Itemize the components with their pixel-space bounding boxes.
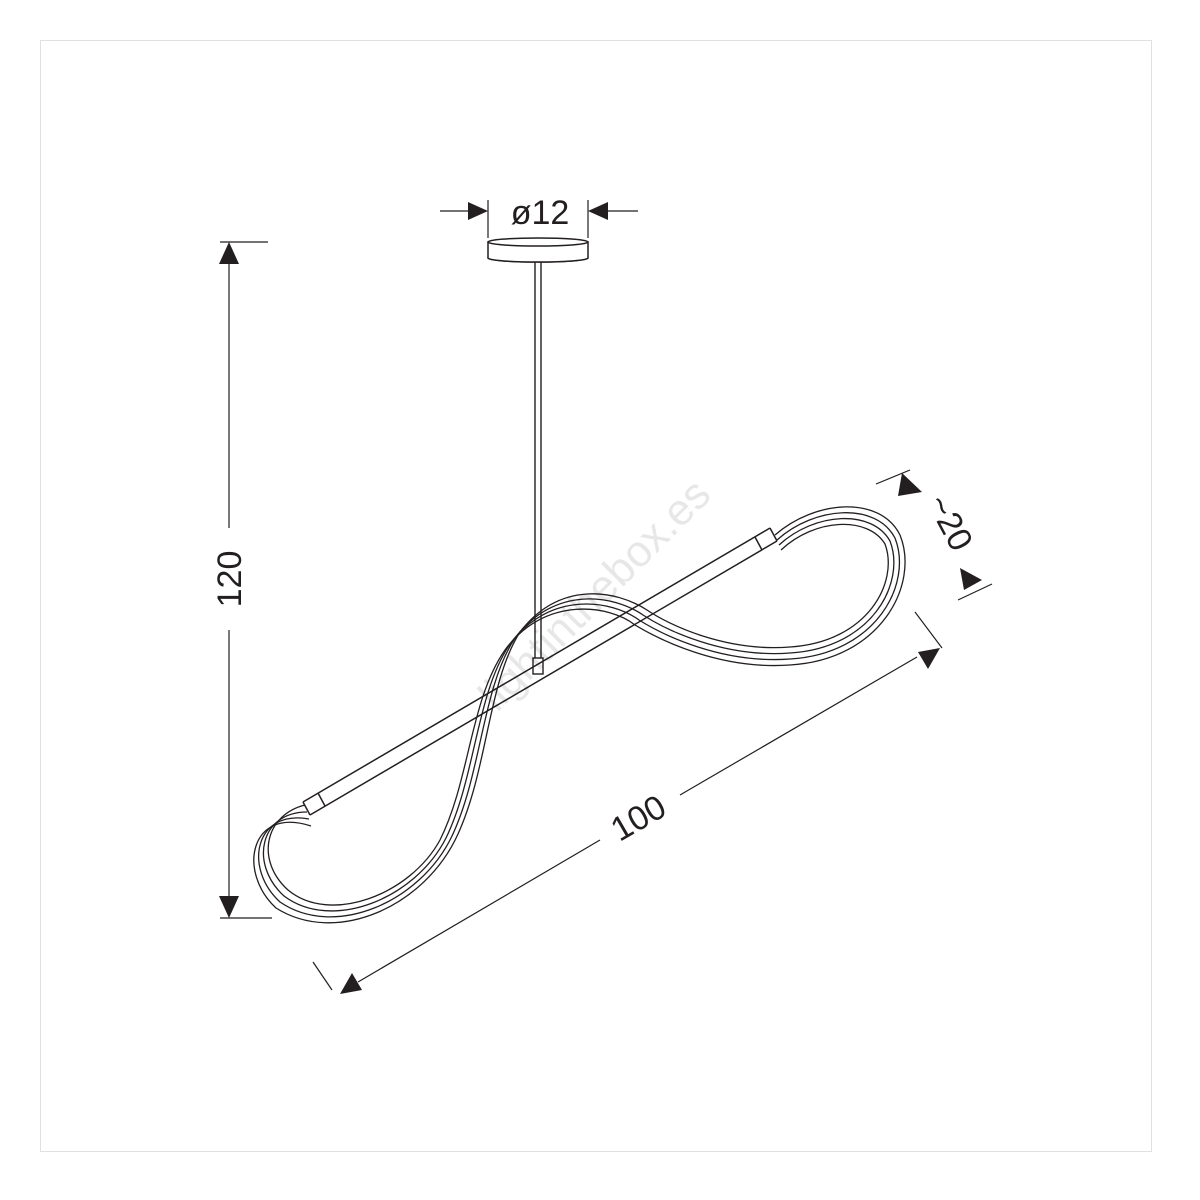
light-bar: [302, 527, 778, 816]
depth-dimension: [875, 469, 993, 601]
height-label: 120: [211, 551, 249, 608]
diagram-border: [40, 40, 1152, 1152]
depth-label: ~20: [919, 488, 980, 557]
ceiling-canopy: [487, 237, 589, 263]
diameter-dimension: [440, 200, 638, 238]
length-label: 100: [604, 788, 672, 849]
height-dimension: [219, 241, 272, 919]
rod-connector: [532, 657, 544, 675]
length-dimension: [312, 611, 943, 994]
diameter-label: ø12: [511, 194, 570, 232]
watermark: lightinthebox.es: [469, 469, 720, 720]
led-loop: [253, 506, 906, 924]
suspension-rod: [534, 262, 542, 660]
